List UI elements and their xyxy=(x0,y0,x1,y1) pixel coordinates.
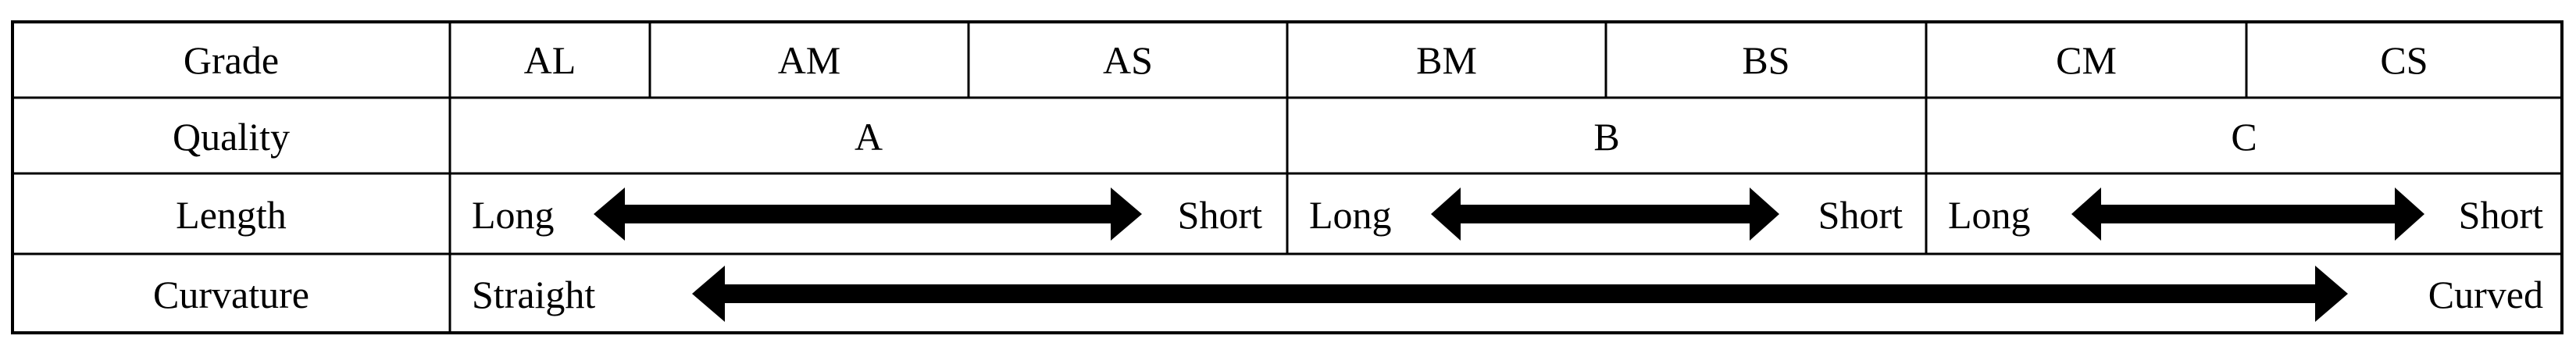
quality-cell: B xyxy=(1593,115,1619,159)
header-curvature: Curvature xyxy=(153,273,309,316)
length-short-label: Short xyxy=(1818,193,1903,237)
grade-cell: AM xyxy=(778,38,841,82)
grade-cell: AL xyxy=(524,38,576,82)
grade-cell: CM xyxy=(2056,38,2117,82)
grade-cell: BS xyxy=(1742,38,1789,82)
length-short-label: Short xyxy=(2459,193,2543,237)
length-long-label: Long xyxy=(472,193,555,237)
length-short-label: Short xyxy=(1178,193,1262,237)
grade-cell: CS xyxy=(2380,38,2428,82)
curvature-straight-label: Straight xyxy=(472,273,595,316)
double-arrow-icon xyxy=(2071,188,2424,241)
quality-cell: C xyxy=(2231,115,2257,159)
grade-cell: AS xyxy=(1103,38,1153,82)
double-arrow-icon xyxy=(594,188,1142,241)
quality-cell: A xyxy=(855,115,883,159)
header-length: Length xyxy=(176,193,287,237)
double-arrow-icon xyxy=(1431,188,1779,241)
length-long-label: Long xyxy=(1309,193,1392,237)
double-arrow-icon xyxy=(692,266,2348,322)
header-grade: Grade xyxy=(184,38,279,82)
header-quality: Quality xyxy=(173,115,290,159)
curvature-curved-label: Curved xyxy=(2428,273,2543,316)
grade-cell: BM xyxy=(1416,38,1477,82)
length-long-label: Long xyxy=(1948,193,2031,237)
